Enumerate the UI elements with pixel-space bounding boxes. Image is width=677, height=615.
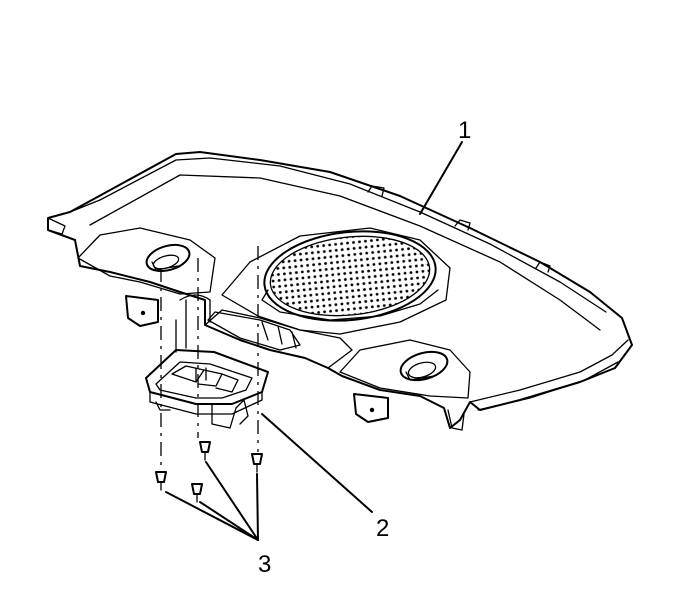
screw-4	[251, 453, 263, 473]
screws	[155, 441, 263, 503]
leader-line-3a	[165, 491, 259, 541]
mounting-clip-right	[353, 393, 389, 423]
callout-1: 1	[458, 117, 471, 144]
alignment-lines	[160, 246, 259, 470]
seat-belt-bezel-right	[399, 350, 449, 382]
callout-3: 3	[258, 551, 271, 578]
screw-3	[191, 483, 203, 503]
leader-line-2	[261, 413, 373, 513]
leader-line-3b	[205, 461, 259, 541]
leader-line-3c	[199, 501, 259, 541]
callout-2: 2	[376, 515, 389, 542]
screw-1	[155, 471, 167, 491]
mounting-clip-left	[125, 295, 159, 327]
leader-line-1	[419, 141, 463, 215]
center-bracket	[145, 349, 269, 429]
leader-line-3d	[256, 473, 259, 541]
leader-lines	[165, 141, 463, 541]
seat-belt-bezel-left	[145, 243, 191, 273]
screw-2	[199, 441, 211, 461]
speaker-grille	[261, 230, 439, 322]
